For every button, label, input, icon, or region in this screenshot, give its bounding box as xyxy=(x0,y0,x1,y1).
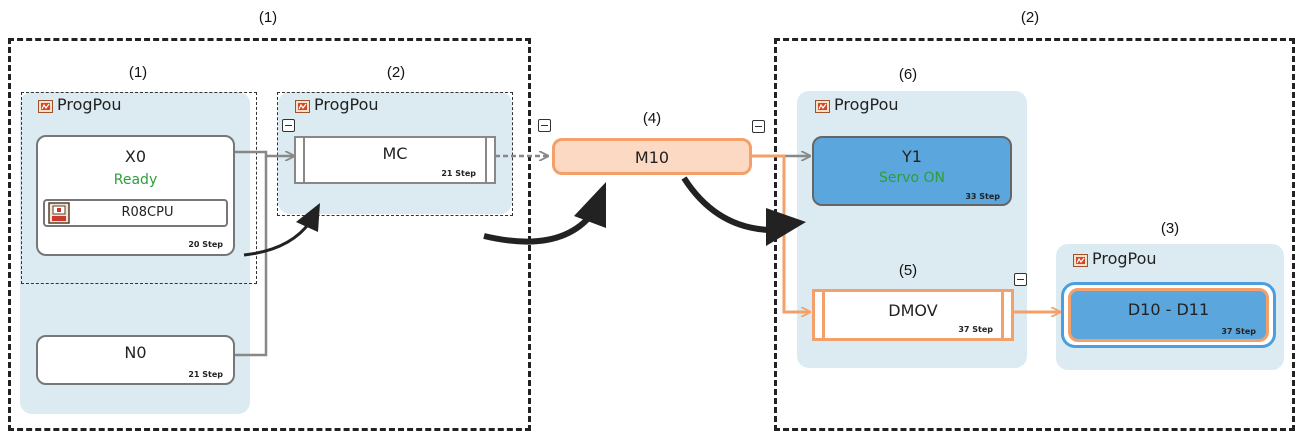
step-count: 21 Step xyxy=(441,169,476,178)
node-title: X0 xyxy=(124,147,147,166)
region-2-label: (2) xyxy=(1020,9,1040,26)
node-m10[interactable]: M10 xyxy=(552,138,752,175)
selection-box-2 xyxy=(277,92,513,216)
pou-header-1[interactable]: ProgPou xyxy=(38,95,122,114)
cpu-label: R08CPU xyxy=(121,205,174,220)
step-count: 33 Step xyxy=(965,192,1000,201)
status-text: Ready xyxy=(113,172,158,188)
cpu-box[interactable]: R08CPU xyxy=(43,199,228,227)
fb-right-bar xyxy=(485,138,487,182)
node-mc[interactable]: MC 21 Step xyxy=(294,136,496,184)
collapse-icon[interactable] xyxy=(538,119,551,132)
node-d10[interactable]: D10 - D11 37 Step xyxy=(1068,288,1269,342)
step-count: 37 Step xyxy=(958,325,993,334)
node-title: DMOV xyxy=(888,301,938,320)
prog-pou-icon xyxy=(38,98,53,113)
node-title: M10 xyxy=(634,148,670,167)
node-dmov[interactable]: DMOV 37 Step xyxy=(812,289,1014,341)
node-title: Y1 xyxy=(902,147,922,166)
region-1 xyxy=(8,38,531,431)
prog-pou-icon xyxy=(295,98,310,113)
collapse-icon[interactable] xyxy=(282,119,295,132)
pou-header-3[interactable]: ProgPou xyxy=(1073,249,1157,268)
step-count: 20 Step xyxy=(188,240,223,249)
region-1-label: (1) xyxy=(258,9,278,26)
selection-box-1 xyxy=(21,92,257,284)
cpu-icon xyxy=(48,202,70,224)
node-title: MC xyxy=(382,144,408,163)
pou-name: ProgPou xyxy=(314,95,379,114)
group-1-label: (1) xyxy=(128,64,148,81)
fb-right-bar xyxy=(1001,292,1004,338)
fb-left-bar xyxy=(822,292,825,338)
prog-pou-icon xyxy=(815,98,830,113)
status-text: Servo ON xyxy=(878,170,946,186)
node-m10-label: (4) xyxy=(642,110,662,127)
node-dmov-label: (5) xyxy=(898,262,918,279)
node-y1[interactable]: Y1 Servo ON 33 Step xyxy=(812,136,1012,206)
group-3-label: (3) xyxy=(1160,220,1180,237)
group-6-label: (6) xyxy=(898,66,918,83)
node-x0[interactable]: X0 Ready R08CPU 20 Step xyxy=(36,135,235,256)
curved-arrow-icon xyxy=(483,182,606,245)
fb-left-bar xyxy=(303,138,305,182)
pou-header-2[interactable]: ProgPou xyxy=(295,95,379,114)
prog-pou-icon xyxy=(1073,252,1088,267)
step-count: 37 Step xyxy=(1221,327,1256,336)
collapse-icon[interactable] xyxy=(752,120,765,133)
pou-name: ProgPou xyxy=(1092,249,1157,268)
pou-name: ProgPou xyxy=(57,95,122,114)
group-2-label: (2) xyxy=(386,64,406,81)
curved-arrow-icon xyxy=(243,203,320,257)
node-n0[interactable]: N0 21 Step xyxy=(36,335,235,385)
collapse-icon[interactable] xyxy=(1014,273,1027,286)
node-title: N0 xyxy=(124,343,147,362)
pou-name: ProgPou xyxy=(834,95,899,114)
node-title: D10 - D11 xyxy=(1127,300,1210,319)
step-count: 21 Step xyxy=(188,370,223,379)
curved-arrow-icon xyxy=(681,176,806,246)
pou-header-6[interactable]: ProgPou xyxy=(815,95,899,114)
